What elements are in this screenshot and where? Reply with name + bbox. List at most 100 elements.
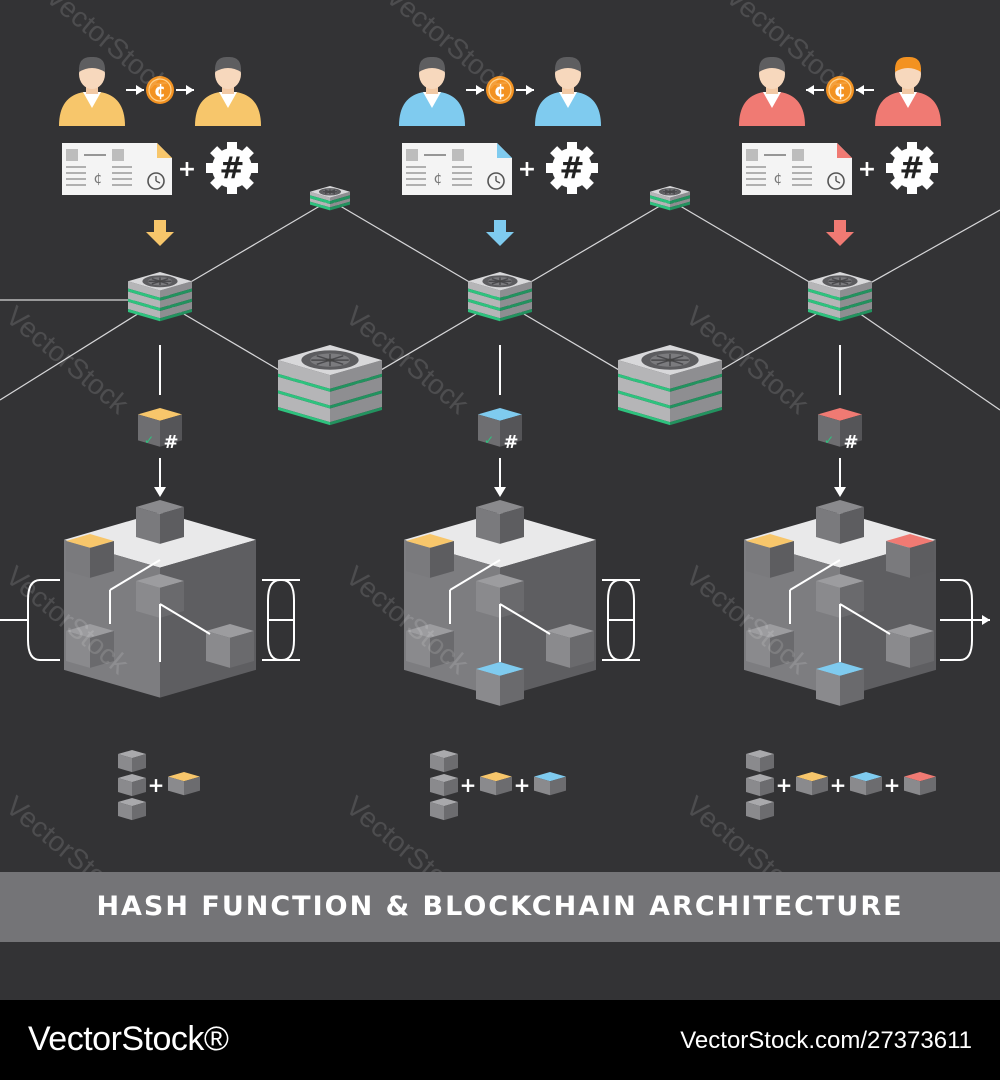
- svg-text:#: #: [559, 151, 584, 186]
- sub-block: [136, 500, 184, 544]
- hash-block: [818, 408, 862, 447]
- sub-block: [886, 534, 934, 578]
- stack-block: [118, 798, 146, 821]
- transfer-arrow: [466, 85, 484, 95]
- blockchain-block-3: [744, 500, 936, 706]
- transfer-arrow: [516, 85, 534, 95]
- svg-text:+: +: [514, 773, 531, 797]
- down-arrow-icon: [486, 220, 514, 246]
- receiver-avatar: [535, 56, 601, 126]
- svg-text:¢: ¢: [434, 171, 443, 187]
- transfer-arrow: [176, 85, 194, 95]
- down-arrow-icon: [146, 220, 174, 246]
- coin-icon: ¢: [826, 76, 854, 104]
- plus-sign: +: [178, 157, 196, 182]
- stack-block: [904, 772, 936, 796]
- sender-avatar: [59, 56, 125, 126]
- stack-block: [118, 750, 146, 773]
- svg-text:+: +: [148, 773, 165, 797]
- plus-sign: +: [518, 157, 536, 182]
- sub-block: [406, 624, 454, 668]
- transfer-arrow: [806, 85, 824, 95]
- chain-link: [262, 579, 300, 661]
- svg-text:+: +: [884, 773, 901, 797]
- stack-block: [746, 774, 774, 797]
- node-server: [128, 272, 192, 322]
- down-arrow-icon: [826, 220, 854, 246]
- sender-avatar: [399, 56, 465, 126]
- sub-block: [406, 534, 454, 578]
- check-icon: ✓: [144, 433, 154, 447]
- check-icon: ✓: [824, 433, 834, 447]
- svg-text:¢: ¢: [834, 81, 846, 101]
- hash-symbol: #: [163, 432, 178, 453]
- stack-block: [746, 750, 774, 773]
- clock-icon: [487, 172, 505, 190]
- sub-block: [886, 624, 934, 668]
- svg-text:¢: ¢: [154, 81, 166, 101]
- block-legend-2: ++: [430, 750, 566, 821]
- hash-gear-icon: #: [546, 142, 598, 194]
- coin-icon: ¢: [146, 76, 174, 104]
- network-link: [839, 299, 1000, 411]
- transaction-document: ¢: [402, 143, 512, 195]
- sub-block: [66, 534, 114, 578]
- clock-icon: [147, 172, 165, 190]
- mini-server: [650, 186, 690, 211]
- stack-block: [430, 750, 458, 773]
- stack-block: [118, 774, 146, 797]
- transfer-arrow: [856, 85, 874, 95]
- sub-block: [746, 534, 794, 578]
- footer-image-id: VectorStock.com/27373611: [680, 1027, 972, 1054]
- transaction-document: ¢: [742, 143, 852, 195]
- chain-link-start: [27, 579, 60, 661]
- hash-symbol: #: [503, 432, 518, 453]
- mining-server: [278, 345, 382, 426]
- hash-gear-icon: #: [886, 142, 938, 194]
- blockchain-illustration: ¢¢+##✓¢¢+##✓¢¢+##✓++++++: [0, 56, 1000, 821]
- hash-symbol: #: [843, 432, 858, 453]
- sub-block: [206, 624, 254, 668]
- svg-text:¢: ¢: [94, 171, 103, 187]
- arrow-head: [834, 487, 846, 497]
- art-layer: ¢¢+##✓¢¢+##✓¢¢+##✓++++++: [0, 56, 990, 821]
- receiver-avatar: [195, 56, 261, 126]
- arrow-head: [494, 487, 506, 497]
- hash-block: [478, 408, 522, 447]
- diagram-title: HASH FUNCTION & BLOCKCHAIN ARCHITECTURE: [96, 891, 904, 922]
- sub-block: [66, 624, 114, 668]
- chain-output-arrow: [940, 615, 990, 625]
- svg-text:+: +: [830, 773, 847, 797]
- receiver-avatar: [875, 56, 941, 126]
- stack-block: [430, 774, 458, 797]
- sub-block: [816, 662, 864, 706]
- blockchain-block-2: [404, 500, 596, 706]
- stack-block: [534, 772, 566, 796]
- svg-text:+: +: [776, 773, 793, 797]
- svg-text:#: #: [899, 151, 924, 186]
- blockchain-block-1: [64, 500, 256, 698]
- stack-block: [796, 772, 828, 796]
- block-legend-1: +: [118, 750, 200, 821]
- sub-block: [816, 500, 864, 544]
- stack-block: [168, 772, 200, 796]
- stack-block: [480, 772, 512, 796]
- svg-text:+: +: [460, 773, 477, 797]
- svg-text:¢: ¢: [774, 171, 783, 187]
- sub-block: [476, 500, 524, 544]
- chain-link: [602, 579, 640, 661]
- hash-block: [138, 408, 182, 447]
- network-link: [0, 299, 161, 401]
- footer-brand-logo: VectorStock®: [28, 1020, 229, 1058]
- stack-block: [850, 772, 882, 796]
- svg-text:¢: ¢: [494, 81, 506, 101]
- mining-server: [618, 345, 722, 426]
- sender-avatar: [739, 56, 805, 126]
- block-legend-3: + + +: [746, 750, 936, 821]
- arrow-head: [154, 487, 166, 497]
- node-server: [808, 272, 872, 322]
- title-band: [0, 872, 1000, 942]
- svg-text:#: #: [219, 151, 244, 186]
- hash-gear-icon: #: [206, 142, 258, 194]
